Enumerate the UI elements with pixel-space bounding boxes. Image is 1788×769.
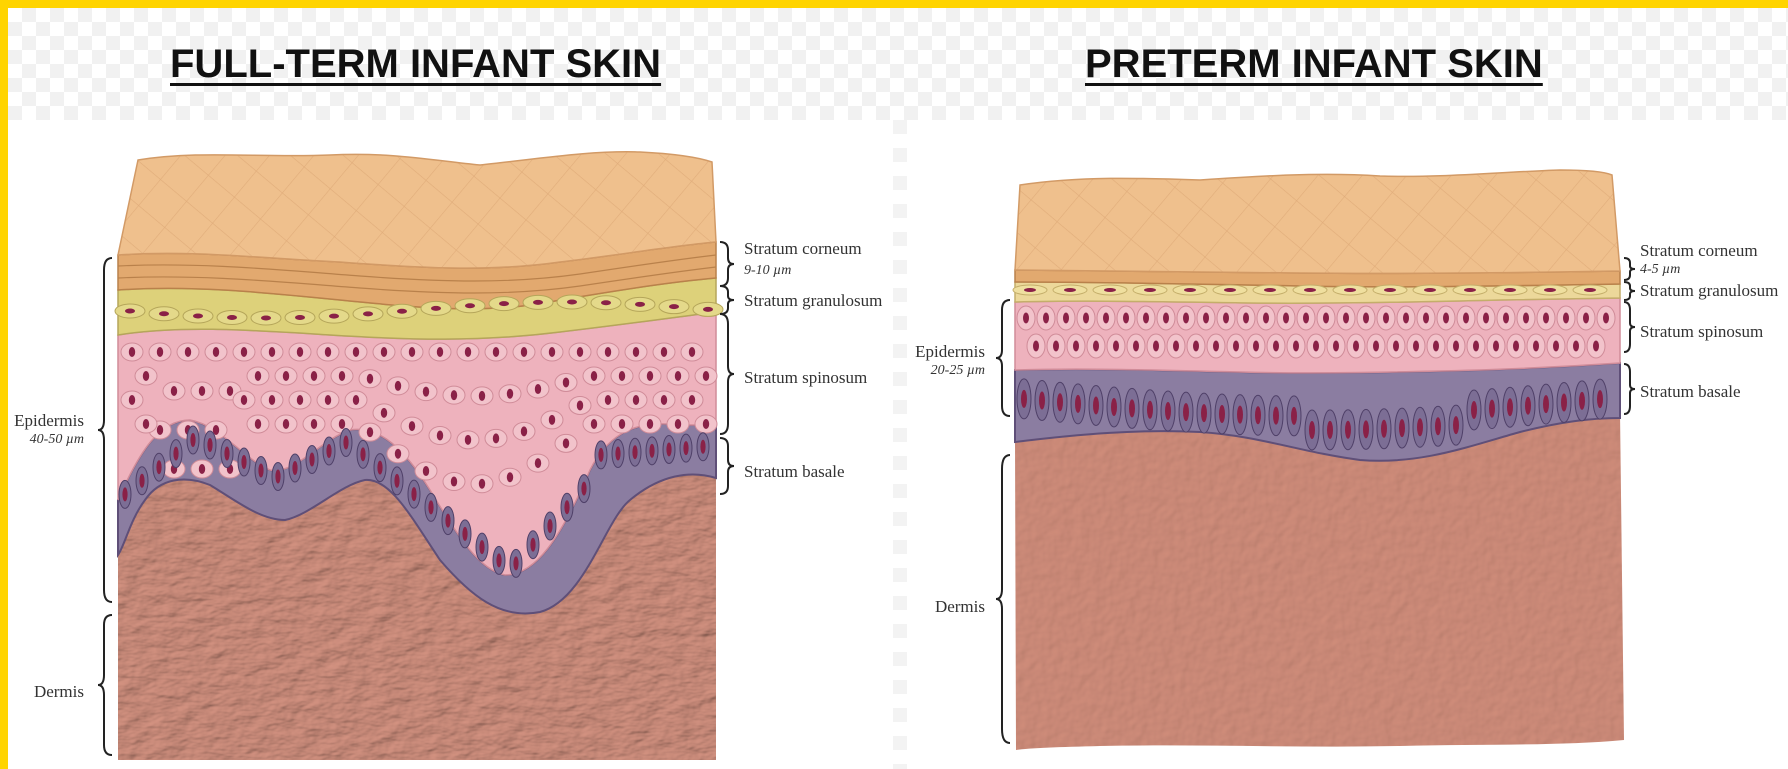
label-corneum-thickness: 4-5 µm bbox=[1640, 262, 1680, 277]
label-stratum-basale: Stratum basale bbox=[1640, 382, 1741, 401]
label-stratum-spinosum: Stratum spinosum bbox=[1640, 322, 1763, 341]
label-epidermis-thickness: 40-50 µm bbox=[30, 432, 84, 447]
label-epidermis: Epidermis bbox=[14, 411, 84, 430]
full-term-skin-surface bbox=[118, 152, 716, 268]
label-stratum-basale: Stratum basale bbox=[744, 462, 845, 481]
full-term-skin-block bbox=[115, 152, 723, 760]
label-dermis: Dermis bbox=[935, 597, 985, 616]
label-epidermis-thickness: 20-25 µm bbox=[931, 363, 985, 378]
label-stratum-corneum: Stratum corneum bbox=[1640, 241, 1758, 260]
preterm-skin-block bbox=[1013, 170, 1624, 750]
preterm-skin-surface bbox=[1015, 170, 1620, 273]
label-epidermis: Epidermis bbox=[915, 342, 985, 361]
preterm-dermis bbox=[1015, 412, 1624, 750]
label-stratum-granulosum: Stratum granulosum bbox=[744, 291, 882, 310]
label-stratum-corneum: Stratum corneum bbox=[744, 239, 862, 258]
label-dermis: Dermis bbox=[34, 682, 84, 701]
label-stratum-granulosum: Stratum granulosum bbox=[1640, 281, 1778, 300]
label-corneum-thickness: 9-10 µm bbox=[744, 263, 791, 278]
label-stratum-spinosum: Stratum spinosum bbox=[744, 368, 867, 387]
